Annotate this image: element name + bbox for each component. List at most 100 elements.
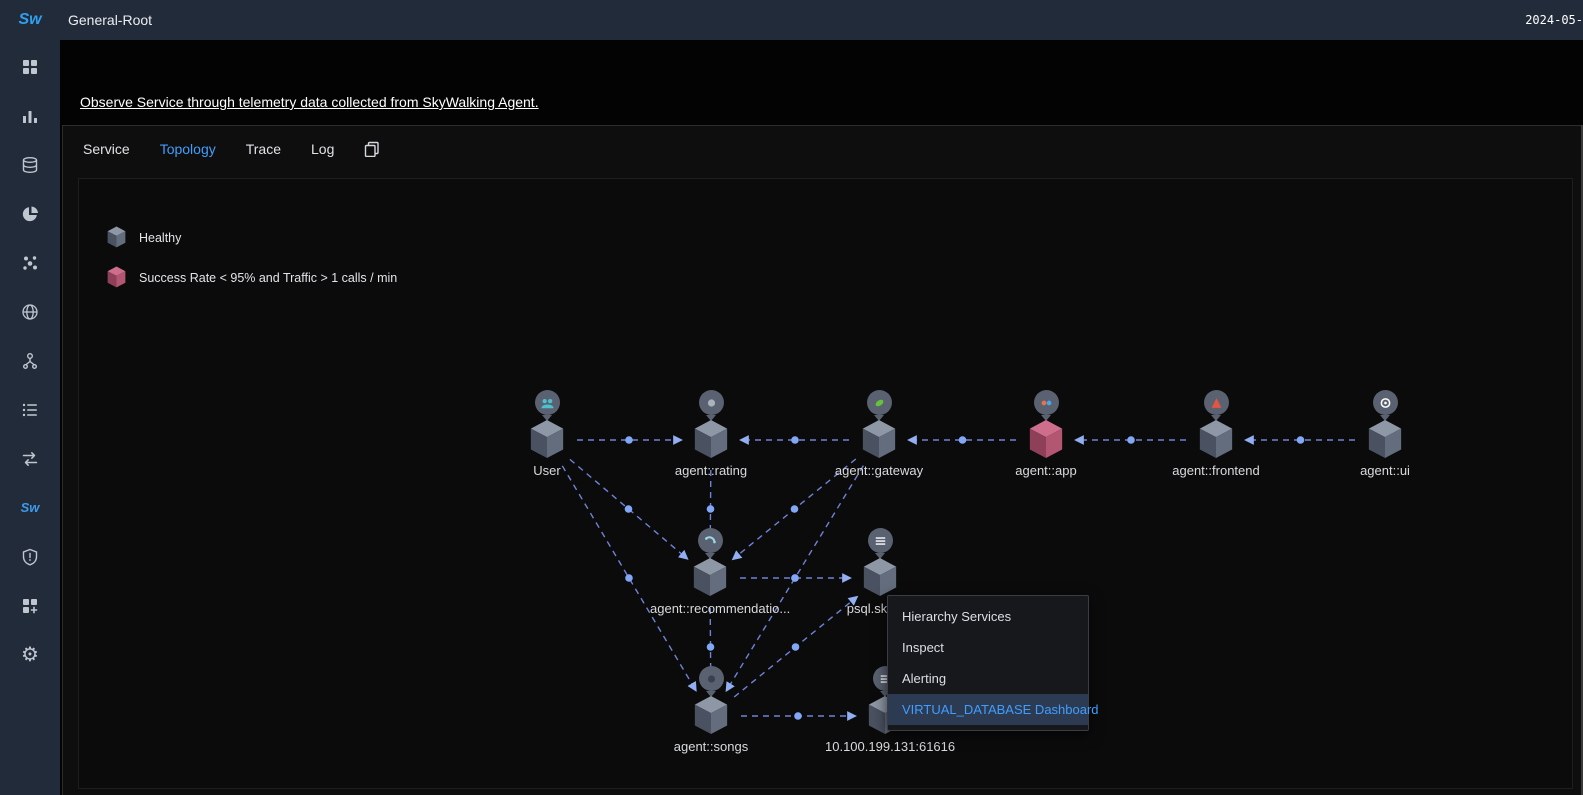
- dot-icon: [698, 390, 724, 415]
- topology-node-user[interactable]: User: [487, 390, 607, 478]
- sidebar-item-general-service[interactable]: [0, 91, 60, 140]
- topology-node-recommendation[interactable]: agent::recommendatio...: [650, 528, 791, 616]
- main-content: Observe Service through telemetry data c…: [60, 40, 1583, 795]
- badge-pointer-icon: [1041, 415, 1051, 421]
- triangle-icon: [1203, 390, 1229, 415]
- skywalking-logo[interactable]: Sw: [18, 11, 42, 28]
- badge-pointer-icon: [1380, 415, 1390, 421]
- shuffle-icon: [21, 450, 39, 468]
- sidebar-item-browser[interactable]: [0, 287, 60, 336]
- database-icon: [21, 156, 39, 174]
- service-cube-healthy-icon: [651, 695, 771, 737]
- ring-icon: [1372, 390, 1398, 415]
- legend-cube-warning-icon: [106, 266, 127, 289]
- service-cube-healthy-icon: [650, 557, 770, 599]
- badge-pointer-icon: [706, 415, 716, 421]
- topology-node-ui[interactable]: agent::ui: [1325, 390, 1445, 478]
- badge-pointer-icon: [874, 415, 884, 421]
- topology-nodes-layer: User agent::rating agent::gateway agent::ap…: [60, 40, 1583, 795]
- tab-log[interactable]: Log: [311, 141, 335, 157]
- sidebar-item-marketplace[interactable]: [0, 42, 60, 91]
- copy-icon[interactable]: [364, 141, 380, 157]
- tab-trace[interactable]: Trace: [245, 141, 282, 157]
- cluster-icon: [21, 254, 39, 272]
- bar-chart-icon: [21, 107, 39, 125]
- badge-pointer-icon: [705, 553, 715, 559]
- gear-icon: ⚙: [21, 643, 39, 666]
- topbar: General-Root 2024-05-: [60, 0, 1583, 40]
- topology-node-songs[interactable]: agent::songs: [651, 666, 771, 754]
- sidebar-item-dashboard-pie[interactable]: [0, 189, 60, 238]
- legend-item-healthy: Healthy: [106, 226, 397, 249]
- service-cube-healthy-icon: [820, 557, 940, 599]
- grid-icon: [21, 58, 39, 76]
- tabs-row: Service Topology Trace Log: [63, 126, 1583, 157]
- node-label: agent::recommendatio...: [650, 601, 791, 616]
- service-cube-healthy-icon: [651, 419, 771, 461]
- list-icon: [21, 401, 39, 419]
- lines-icon: [867, 528, 893, 553]
- node-label: agent::gateway: [834, 463, 924, 478]
- sidebar-item-menus[interactable]: [0, 385, 60, 434]
- badge-pointer-icon: [1211, 415, 1221, 421]
- users-icon: [534, 390, 560, 415]
- sidebar-item-widgets[interactable]: [0, 581, 60, 630]
- legend-item-warning: Success Rate < 95% and Traffic > 1 calls…: [106, 266, 397, 289]
- shield-icon: [21, 548, 39, 566]
- node-label: agent::ui: [1360, 463, 1410, 478]
- sidebar-item-integration[interactable]: [0, 434, 60, 483]
- legend-cube-healthy-icon: [106, 226, 127, 249]
- topology-node-frontend[interactable]: agent::frontend: [1156, 390, 1276, 478]
- node-label: agent::frontend: [1172, 463, 1260, 478]
- skywalking-mini-icon: Sw: [20, 500, 40, 515]
- node-label: agent::app: [1015, 463, 1077, 478]
- sidebar-item-database[interactable]: [0, 140, 60, 189]
- multi-icon: [1033, 390, 1059, 415]
- sidebar-item-self-observability[interactable]: [0, 532, 60, 581]
- pie-chart-icon: [21, 205, 39, 223]
- node-label: User: [533, 463, 561, 478]
- service-cube-healthy-icon: [1325, 419, 1445, 461]
- badge-pointer-icon: [542, 415, 552, 421]
- topology-node-rating[interactable]: agent::rating: [651, 390, 771, 478]
- badge-pointer-icon: [875, 553, 885, 559]
- context-menu-item[interactable]: Hierarchy Services: [902, 609, 1012, 624]
- sidebar-nav: Sw ⚙: [0, 42, 60, 679]
- node-label: 10.100.199.131:61616: [825, 739, 956, 754]
- sidebar-item-mesh[interactable]: [0, 336, 60, 385]
- scrollbar[interactable]: [1581, 125, 1583, 795]
- tab-service[interactable]: Service: [83, 141, 130, 157]
- dot-dark-icon: [698, 666, 724, 691]
- badge-pointer-icon: [706, 691, 716, 697]
- observe-service-link[interactable]: Observe Service through telemetry data c…: [80, 94, 539, 110]
- sidebar-item-cluster[interactable]: [0, 238, 60, 287]
- service-cube-healthy-icon: [819, 419, 939, 461]
- leaf-icon: [866, 390, 892, 415]
- sidebar-item-settings[interactable]: ⚙: [0, 630, 60, 679]
- globe-icon: [21, 303, 39, 321]
- node-label: agent::songs: [673, 739, 749, 754]
- context-menu-item[interactable]: Alerting: [902, 671, 947, 686]
- badge-pointer-icon: [880, 691, 890, 697]
- sidebar-item-skywalking[interactable]: Sw: [0, 483, 60, 532]
- sidebar: Sw: [0, 0, 60, 795]
- widgets-plus-icon: [21, 597, 39, 615]
- sitemap-icon: [21, 352, 39, 370]
- service-cube-healthy-icon: [1156, 419, 1276, 461]
- phone-icon: [697, 528, 723, 553]
- legend-label: Success Rate < 95% and Traffic > 1 calls…: [139, 270, 398, 285]
- service-cube-warning-icon: [986, 419, 1106, 461]
- datetime-display[interactable]: 2024-05-: [1525, 13, 1583, 27]
- legend-label: Healthy: [139, 230, 182, 245]
- service-cube-healthy-icon: [487, 419, 607, 461]
- tab-topology[interactable]: Topology: [159, 141, 216, 157]
- topology-node-app[interactable]: agent::app: [986, 390, 1106, 478]
- topology-node-gateway[interactable]: agent::gateway: [819, 390, 939, 478]
- context-menu-item[interactable]: VIRTUAL_DATABASE Dashboard: [888, 694, 1099, 725]
- page-title: General-Root: [68, 12, 153, 28]
- node-label: agent::rating: [674, 463, 748, 478]
- context-menu-item[interactable]: Inspect: [902, 640, 944, 655]
- tabs-items: Service Topology Trace Log: [83, 141, 334, 157]
